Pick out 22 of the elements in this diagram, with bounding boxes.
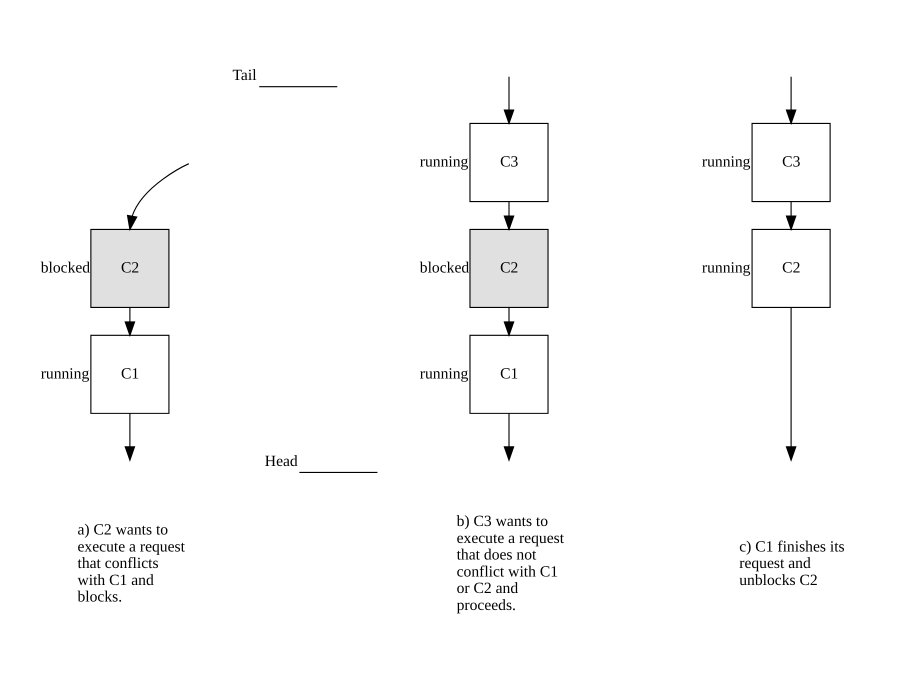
label: b) C3 wants to execute a request that does not conflict with C1 or C2 and proceeds. [456,512,564,614]
arrow [786,306,797,462]
arrow [504,412,514,462]
arrow [786,201,797,231]
label: Tail [232,66,257,84]
arrow [504,201,514,231]
label: a) C2 wants to execute a request that conflicts with C1 and blocks. [77,521,185,605]
node-label: running [702,259,750,276]
arrow [504,76,514,125]
node-label: blocked [420,259,470,276]
label: c) C1 finishes its request and unblocks C2 [739,538,845,588]
node-label: running [40,364,90,382]
arrow [124,412,136,462]
arrow [124,306,136,337]
label: Head [264,452,298,470]
arrow [126,162,190,231]
arrow [504,306,514,337]
node-label: running [420,153,468,170]
node-label: running [420,364,468,382]
arrow [786,76,797,125]
node-label: blocked [40,259,90,276]
node-label: running [702,153,750,170]
